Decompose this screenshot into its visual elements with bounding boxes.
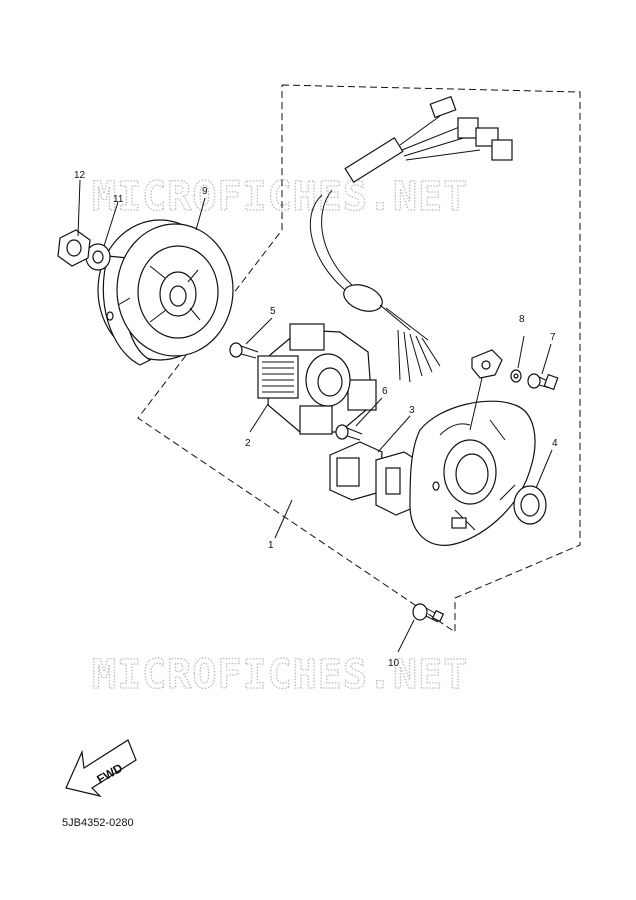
callout-8: 8 — [519, 314, 525, 325]
callout-2: 2 — [245, 438, 251, 449]
watermark-bottom: MICROFICHES.NET — [92, 652, 468, 698]
callout-4: 4 — [552, 438, 558, 449]
callout-3: 3 — [409, 405, 415, 416]
screw-7-part[interactable] — [527, 373, 559, 391]
washer-8-part[interactable] — [510, 369, 522, 383]
oil-seal-part[interactable] — [513, 485, 547, 525]
callout-1: 1 — [268, 540, 274, 551]
stator-coil-part[interactable] — [257, 323, 377, 435]
callout-5: 5 — [270, 306, 276, 317]
callout-10: 10 — [388, 658, 400, 669]
stator-base-plate-part[interactable] — [409, 349, 536, 546]
callout-6: 6 — [382, 386, 388, 397]
flywheel-rotor-part[interactable] — [97, 219, 234, 366]
bolt-10-part[interactable] — [412, 603, 445, 623]
callout-11: 11 — [113, 194, 124, 205]
watermark-top: MICROFICHES.NET — [92, 174, 468, 220]
assembly-boundary — [137, 84, 581, 633]
callout-7: 7 — [550, 332, 556, 343]
callout-12: 12 — [74, 170, 86, 181]
diagram-code: 5JB4352-0280 — [62, 817, 134, 829]
callout-9: 9 — [202, 186, 208, 197]
screw-5-part[interactable] — [229, 342, 259, 359]
screw-6-part[interactable] — [335, 424, 363, 441]
fwd-arrow-icon: FWD — [65, 739, 137, 798]
wire-harness-part[interactable] — [309, 95, 513, 383]
washer-part[interactable] — [85, 243, 111, 271]
pickup-coil-part[interactable] — [329, 441, 421, 516]
nut-part[interactable] — [57, 229, 91, 267]
